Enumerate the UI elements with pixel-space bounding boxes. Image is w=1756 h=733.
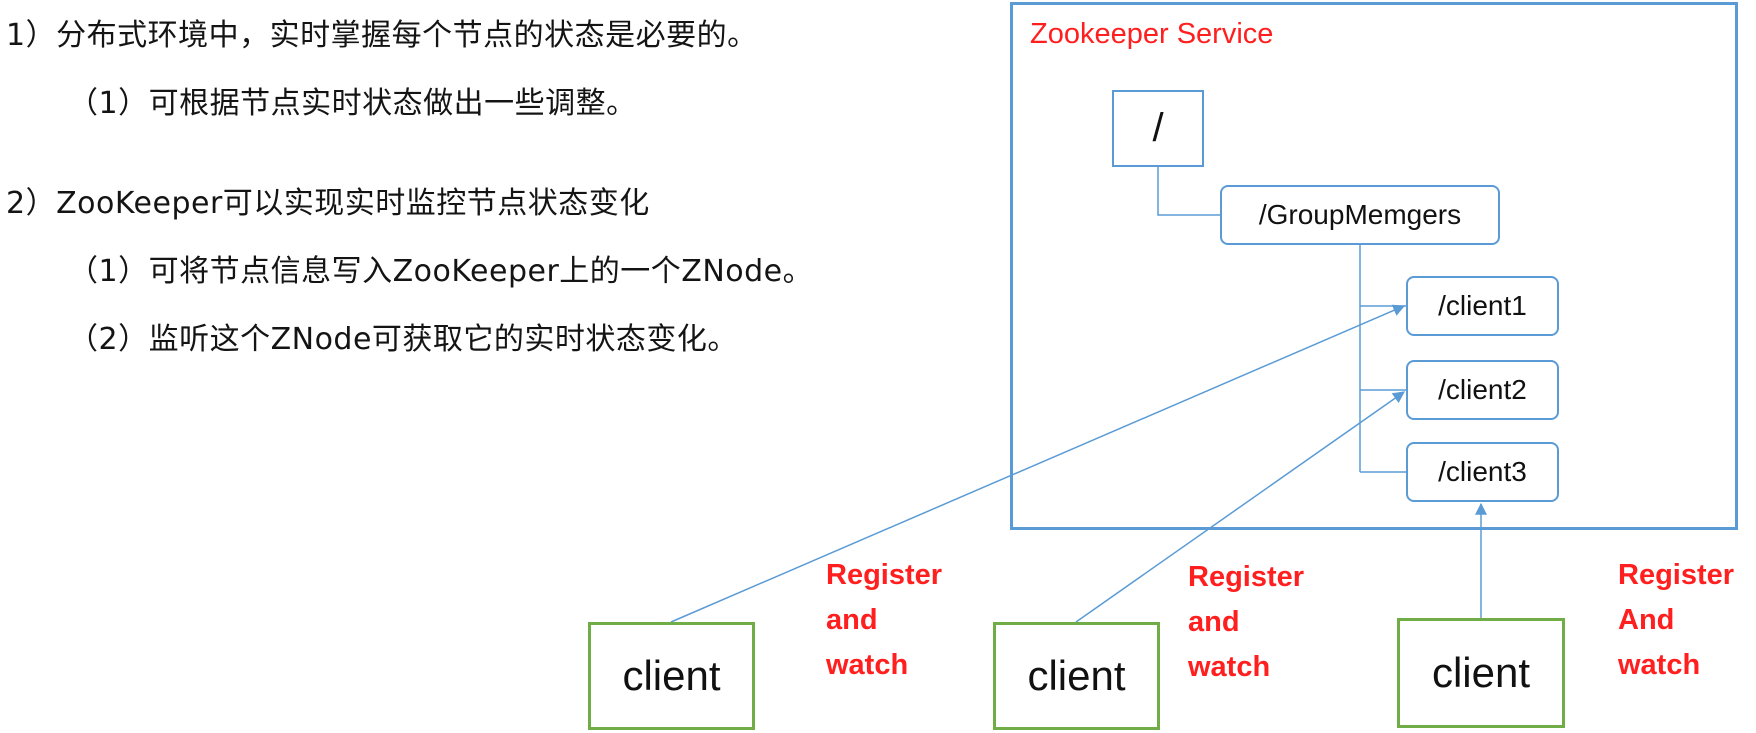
client-box-3: client: [1397, 618, 1565, 728]
register-label-2-line-2: and: [1188, 606, 1240, 638]
register-label-1-line-1: Register: [826, 559, 943, 591]
register-label-3: Register And watch: [1618, 553, 1734, 688]
client3-znode: /client3: [1406, 442, 1559, 502]
watch-arrow-client2: [1075, 391, 1405, 623]
text-line-3: 2）ZooKeeper可以实现实时监控节点状态变化: [6, 186, 650, 221]
register-label-1-line-3: watch: [826, 649, 909, 681]
register-label-2: Register and watch: [1188, 555, 1304, 690]
text-line-1: 1）分布式环境中，实时掌握每个节点的状态是必要的。: [6, 18, 758, 53]
register-label-1-line-2: and: [826, 604, 878, 636]
client1-znode: /client1: [1406, 276, 1559, 336]
text-line-2: （1）可根据节点实时状态做出一些调整。: [68, 86, 637, 121]
watch-arrow-client1: [670, 304, 1406, 623]
text-line-4: （1）可将节点信息写入ZooKeeper上的一个ZNode。: [68, 254, 814, 289]
register-label-2-line-3: watch: [1188, 651, 1271, 683]
register-label-3-line-1: Register: [1618, 559, 1735, 591]
client-box-2: client: [993, 622, 1160, 730]
root-znode: /: [1112, 90, 1204, 167]
tree-line-root-to-group: [1157, 167, 1220, 216]
register-label-3-line-3: watch: [1618, 649, 1701, 681]
zookeeper-service-box: [1010, 2, 1738, 530]
group-members-znode: /GroupMemgers: [1220, 185, 1500, 245]
register-label-2-line-1: Register: [1188, 561, 1305, 593]
register-label-1: Register and watch: [826, 553, 942, 688]
client-box-1: client: [588, 622, 755, 730]
register-label-3-line-2: And: [1618, 604, 1675, 636]
service-title: Zookeeper Service: [1030, 18, 1274, 50]
text-line-5: （2）监听这个ZNode可获取它的实时状态变化。: [68, 322, 738, 357]
client2-znode: /client2: [1406, 360, 1559, 420]
